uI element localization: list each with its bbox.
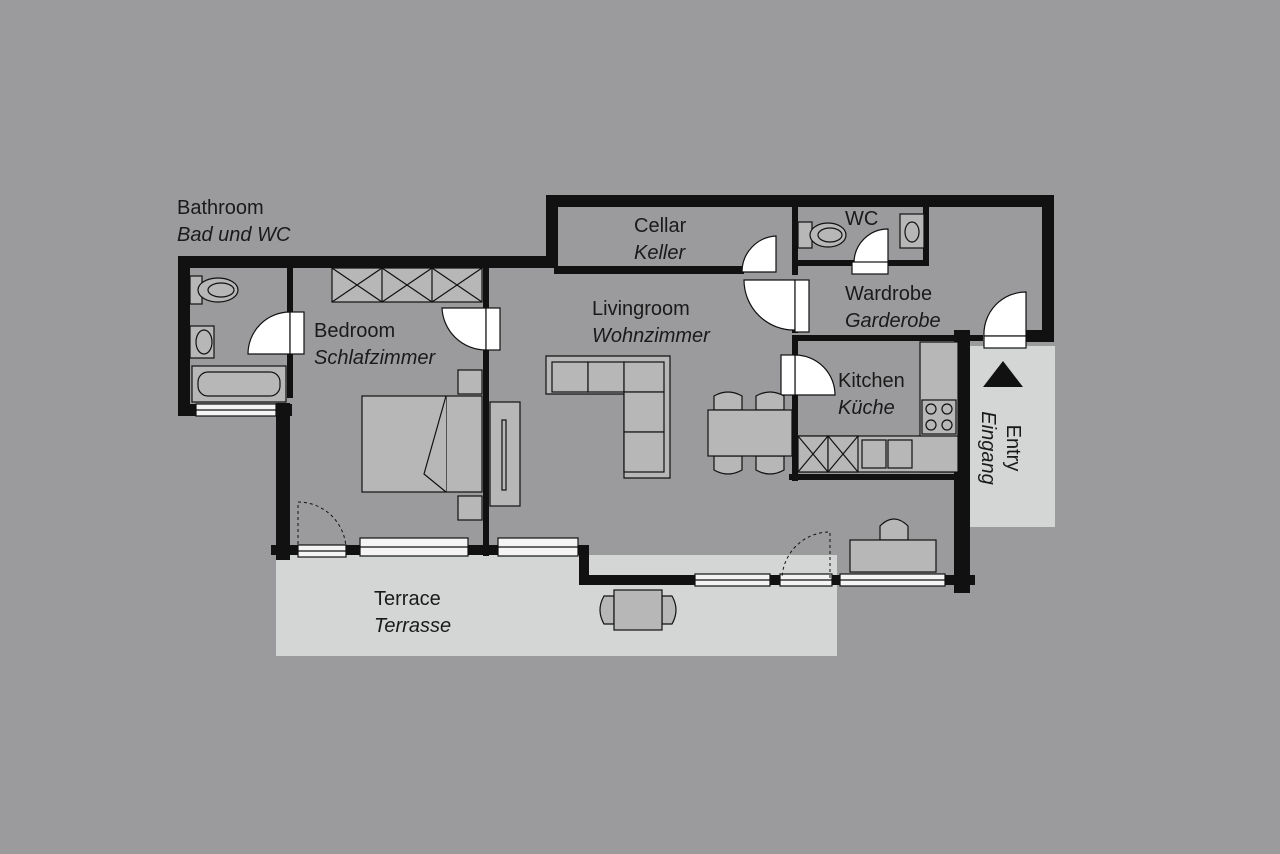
bedroom-name-de: Schlafzimmer	[314, 347, 436, 369]
toilet-icon	[797, 221, 847, 249]
bathroom-name: Bathroom	[177, 197, 264, 219]
wardrobe-name: Wardrobe	[845, 283, 933, 305]
triangle-up-icon	[983, 361, 1023, 387]
windows	[195, 403, 946, 587]
entry-name-de: Eingang	[977, 411, 999, 485]
sofa-icon	[545, 355, 671, 479]
toilet-icon	[189, 275, 239, 305]
desk	[849, 518, 937, 573]
livingroom-name-de: Wohnzimmer	[592, 325, 710, 347]
wardrobe-label: Wardrobe Garderobe	[845, 281, 941, 335]
livingroom-label: Livingroom Wohnzimmer	[592, 296, 710, 350]
bedroom-wardrobe	[331, 267, 483, 303]
terrace-table	[599, 589, 677, 631]
bathtub-icon	[191, 365, 287, 403]
bedroom-label: Bedroom Schlafzimmer	[314, 318, 435, 372]
wardrobe-name-de: Garderobe	[845, 310, 941, 332]
terrace-label: Terrace Terrasse	[374, 586, 451, 640]
terrace-name-de: Terrasse	[374, 615, 452, 637]
terrace-doors	[297, 501, 831, 579]
kitchen-counter	[797, 341, 959, 473]
kitchen-label: Kitchen Küche	[838, 368, 905, 422]
cellar-name-de: Keller	[634, 242, 686, 264]
cellar-name: Cellar	[634, 215, 687, 237]
door-swing-icon	[247, 228, 1027, 396]
stove-icon	[921, 399, 957, 435]
kitchen-name-de: Küche	[838, 397, 895, 419]
wc-name: WC	[845, 208, 879, 230]
entry-name: Entry	[1002, 424, 1024, 472]
livingroom-name: Livingroom	[592, 298, 690, 320]
tv-unit	[489, 401, 521, 507]
sink-icon	[899, 213, 925, 249]
terrace-area	[276, 555, 837, 656]
kitchen-name: Kitchen	[838, 370, 905, 392]
cellar-label: Cellar Keller	[634, 213, 686, 267]
terrace-name: Terrace	[374, 588, 441, 610]
bathroom-label: Bathroom Bad und WC	[177, 195, 290, 249]
bedroom-name: Bedroom	[314, 320, 396, 342]
wc-label: WC	[845, 206, 878, 233]
sink-icon	[189, 325, 215, 359]
bed-icon	[361, 369, 483, 521]
dining-table	[707, 391, 793, 475]
entry-label: Entry Eingang	[975, 411, 1025, 484]
walls	[178, 195, 1054, 593]
bathroom-name-de: Bad und WC	[177, 224, 291, 246]
